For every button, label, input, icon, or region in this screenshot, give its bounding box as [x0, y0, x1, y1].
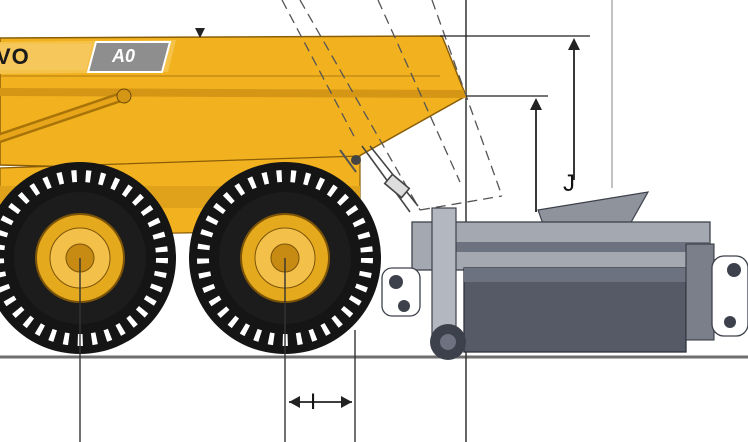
truck-brand-text: VO [0, 44, 30, 69]
dimension-label-j: J [563, 170, 575, 197]
dimension-label-i: I [310, 389, 317, 414]
paver-screed [685, 243, 715, 341]
truck-model-badge: A0 [112, 46, 136, 66]
dimension-j [440, 35, 590, 212]
asphalt-paver [381, 191, 748, 360]
dimension-i [289, 396, 352, 408]
hoist-cylinder [0, 88, 132, 143]
brand-panel [0, 40, 176, 74]
rear-tire-2 [189, 162, 381, 354]
tailgate-linkage [361, 145, 419, 213]
dump-body-raised-outline [281, 0, 503, 211]
paver-rear-bracket [711, 255, 748, 337]
paver-push-frame [431, 207, 457, 339]
